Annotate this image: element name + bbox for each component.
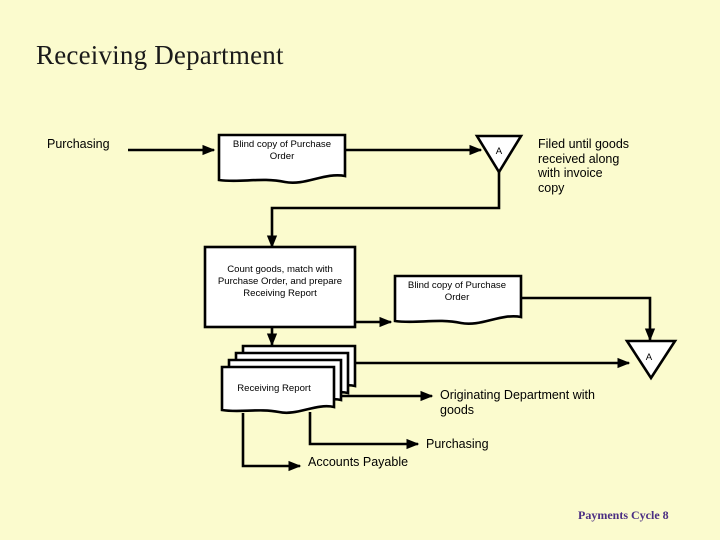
- document-blind-copy-po-top[interactable]: [217, 133, 347, 185]
- document-blind-copy-po-mid[interactable]: [393, 274, 523, 326]
- label-originating-department: Originating Department with goods: [440, 388, 595, 417]
- label-filed-note: Filed until goods received along with in…: [538, 137, 630, 195]
- label-purchasing-destination: Purchasing: [426, 437, 489, 451]
- edge-receiving-report-to-purchasing: [308, 412, 420, 450]
- slide-footer: Payments Cycle 8: [578, 508, 669, 522]
- connector-triangle-a-top[interactable]: [474, 134, 524, 175]
- connector-triangle-a-bottom[interactable]: [624, 339, 678, 381]
- edge-connector-a-to-process: [266, 186, 501, 249]
- label-purchasing-source: Purchasing: [47, 137, 110, 151]
- process-count-goods-box[interactable]: [203, 245, 357, 329]
- label-accounts-payable: Accounts Payable: [308, 455, 409, 469]
- edge-doc2-to-connector-a-bottom: [521, 296, 656, 342]
- edge-receiving-report-to-accounts-payable: [241, 413, 302, 472]
- document-stack-copy-1[interactable]: [220, 365, 336, 415]
- page-title: Receiving Department: [36, 40, 284, 70]
